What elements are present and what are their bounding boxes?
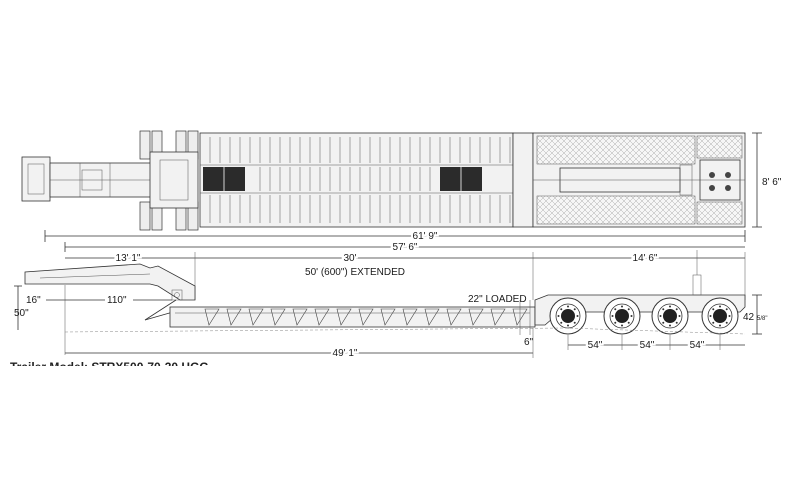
axle-spacing-3-label: 54": [690, 340, 705, 351]
gusset: [270, 308, 286, 326]
top-view: 8' 6": [21, 130, 782, 231]
swing-radius-label: 110": [107, 295, 127, 306]
axle-group: [549, 297, 739, 335]
wheel-icon: [651, 297, 689, 335]
gooseneck-side: [24, 263, 196, 301]
svg-text:14' 6": 14' 6": [633, 253, 658, 264]
gusset: [226, 308, 242, 326]
svg-text:57' 6": 57' 6": [393, 242, 418, 253]
gusset: [380, 308, 396, 326]
gusset: [336, 308, 352, 326]
width-label: 8' 6": [762, 177, 782, 188]
axle-spacing-1-label: 54": [588, 340, 603, 351]
kingpin-plate: [81, 169, 103, 191]
gusset: [248, 308, 264, 326]
svg-text:54": 54": [640, 340, 655, 351]
wheel-icon: [701, 297, 739, 335]
rear-deck-plate-top: [536, 135, 696, 165]
gusset: [292, 308, 308, 326]
wheel-icon: [549, 297, 587, 335]
deck-length-label: 57' 6": [393, 242, 418, 253]
gusset: [446, 308, 462, 326]
well-length-label: 30': [343, 253, 356, 264]
wheel-icon: [603, 297, 641, 335]
rear-height-label: 42: [743, 312, 755, 323]
svg-text:54": 54": [690, 340, 705, 351]
rear-deck-length-label: 14' 6": [633, 253, 658, 264]
gusset: [314, 308, 330, 326]
svg-text:49' 1": 49' 1": [333, 348, 358, 359]
extended-label: 50' (600") EXTENDED: [305, 267, 405, 278]
ground-line: [64, 327, 566, 333]
side-view: 50" 16" 110" 22" LOADED 6" 49' 1" 49' 1"…: [14, 250, 767, 361]
gooseneck-coupler: [171, 289, 183, 301]
loaded-height-label: 22" LOADED: [468, 294, 527, 305]
rear-deck-plate-bottom: [536, 195, 696, 225]
flip-wheel-icon: [139, 130, 151, 160]
gusset: [402, 308, 418, 326]
axle-spacing-2-label: 54": [640, 340, 655, 351]
rear-deck-side: [534, 294, 746, 326]
deck-slats: [209, 137, 511, 223]
gusset: [424, 308, 440, 326]
gooseneck-front-plate: [21, 156, 51, 202]
svg-text:13' 1": 13' 1": [116, 253, 141, 264]
svg-text:61' 9": 61' 9": [413, 231, 438, 242]
gooseneck-connection: [149, 151, 199, 209]
svg-text:54": 54": [588, 340, 603, 351]
trailer-model-caption: Trailer Model: STRX500-70-30 HGG: [10, 360, 209, 374]
gusset: [204, 308, 220, 326]
front-height-label: 50": [14, 308, 29, 319]
well-to-axle-label: 49' 1": [333, 348, 358, 359]
gusset: [468, 308, 484, 326]
kingpin-offset-label: 16": [26, 295, 41, 306]
gusset: [358, 308, 374, 326]
ground-clearance-label: 6": [524, 337, 534, 348]
flip-wheel-icon: [139, 201, 151, 231]
rear-transition: [512, 132, 534, 228]
overall-length-label: 61' 9": [413, 231, 438, 242]
gusset: [490, 308, 506, 326]
gooseneck-length-label: 13' 1": [116, 253, 141, 264]
length-dimensions: 61' 9" 61' 9" 57' 6" 57' 6" 13' 1" 13' 1…: [44, 229, 746, 300]
svg-text:30': 30': [343, 253, 356, 264]
side-gussets: [204, 308, 528, 326]
gooseneck-front-detail: [27, 163, 45, 195]
rear-height-fraction: 5/8": [757, 316, 767, 322]
well-side-beam: [169, 306, 536, 328]
kickstand: [144, 299, 177, 321]
